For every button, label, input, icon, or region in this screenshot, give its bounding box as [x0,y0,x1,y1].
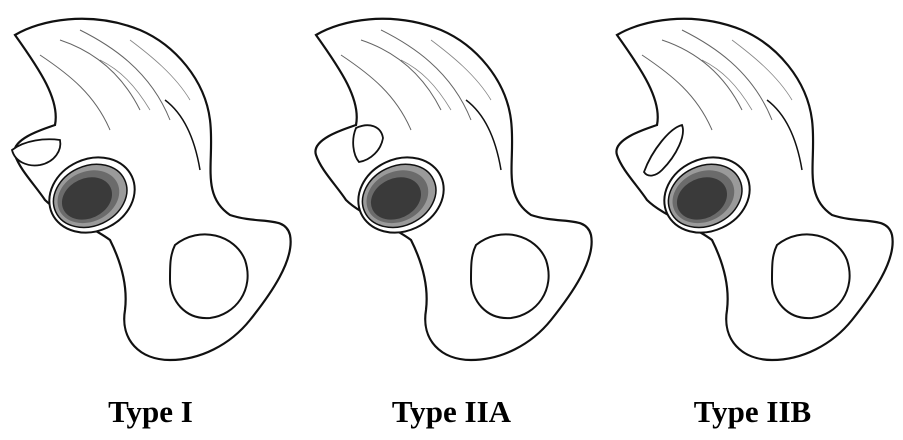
obturator-foramen [772,234,850,318]
hemipelvis-illustration-type-iib [602,0,903,390]
ilium-bone [315,19,591,360]
panel-type-iib: Type IIB [602,0,903,440]
caption-type-iib: Type IIB [602,396,903,427]
obturator-foramen [471,234,549,318]
caption-type-iia: Type IIA [301,396,602,427]
hemipelvis-illustration-type-iia [301,0,602,390]
hemipelvis-illustration-type-i [0,0,301,390]
panel-type-iia: Type IIA [301,0,602,440]
obturator-foramen [170,234,248,318]
caption-type-i: Type I [0,396,301,427]
ilium-bone [616,19,892,360]
panel-type-i: Type I [0,0,301,440]
